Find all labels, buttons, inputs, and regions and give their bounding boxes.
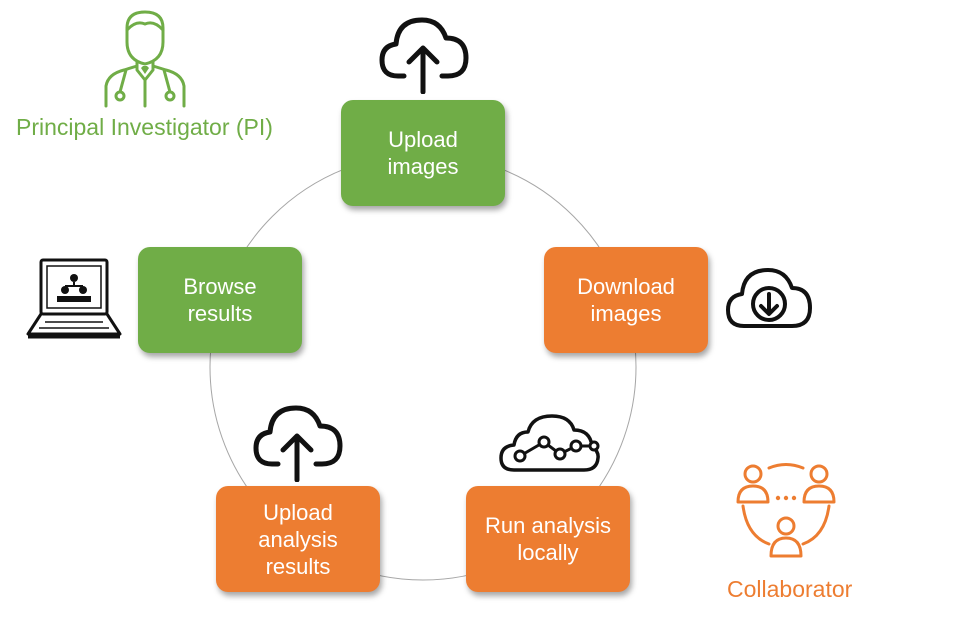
laptop-hierarchy-icon	[26, 258, 122, 339]
cloud-upload-icon	[379, 17, 469, 94]
step-upload-analysis-results: Upload analysis results	[216, 486, 380, 592]
user-group-icon	[736, 463, 836, 558]
step-download-images: Download images	[544, 247, 708, 353]
cloud-upload-icon	[253, 405, 343, 482]
step-run-analysis-locally: Run analysis locally	[466, 486, 630, 592]
doctor-icon	[104, 10, 186, 108]
collaborator-role-label: Collaborator	[727, 576, 853, 602]
step-upload-images: Upload images	[341, 100, 505, 206]
cloud-download-icon	[726, 268, 812, 328]
pi-role-label: Principal Investigator (PI)	[16, 114, 273, 140]
cloud-network-icon	[499, 414, 600, 472]
step-browse-results: Browse results	[138, 247, 302, 353]
